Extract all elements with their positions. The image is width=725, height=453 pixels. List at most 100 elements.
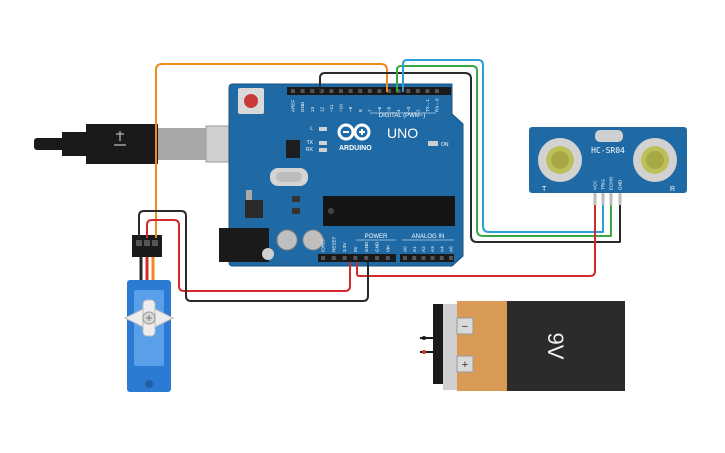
header-pin[interactable] — [421, 256, 426, 260]
analog-pin-label: A2 — [421, 246, 426, 252]
battery-clip — [433, 304, 443, 384]
sensor-t-mark: T — [542, 186, 547, 193]
power-pin-label: RESET — [331, 236, 336, 252]
sensor-r-mark: R — [670, 186, 675, 193]
header-pin[interactable] — [310, 89, 315, 93]
header-pin[interactable] — [364, 256, 369, 260]
header-pin[interactable] — [435, 89, 439, 93]
top-pin-label: 2 — [415, 109, 420, 112]
sensor-pin[interactable] — [618, 193, 622, 205]
header-pin[interactable] — [291, 89, 295, 93]
top-pin-label: GND — [300, 101, 305, 112]
usb-chip — [286, 140, 300, 158]
header-pin[interactable] — [367, 89, 372, 93]
battery-orange-section — [457, 301, 507, 391]
top-pin-label: ~9 — [348, 106, 353, 112]
top-pin-label: 7 — [367, 109, 372, 112]
sensor-pin[interactable] — [593, 193, 597, 205]
sensor-pin[interactable] — [601, 193, 605, 205]
tx-label: TX — [307, 140, 314, 146]
rx-label: RX — [306, 147, 314, 153]
power-pin-label: 5V — [353, 245, 358, 252]
header-pin[interactable] — [342, 256, 347, 260]
top-pin-label: AREF — [291, 100, 296, 112]
header-pin[interactable] — [353, 256, 358, 260]
battery-black-section — [507, 301, 625, 391]
atmega-chip — [323, 196, 455, 226]
servo-horn-icon — [123, 299, 175, 337]
wire-black-servo-gnd[interactable] — [138, 210, 369, 302]
header-pin[interactable] — [331, 256, 336, 260]
wire-green-echo[interactable] — [396, 65, 612, 237]
top-pin-label: 13 — [310, 106, 315, 112]
header-pin[interactable] — [430, 256, 435, 260]
battery-9v[interactable]: − + 9V — [420, 301, 625, 391]
analog-pin-label: A5 — [449, 246, 454, 252]
voltage-regulator — [245, 200, 263, 218]
sensor-pin[interactable] — [609, 193, 613, 205]
wire-black-sensor-gnd[interactable] — [319, 72, 621, 243]
capacitor-icon — [302, 229, 324, 251]
sensor-pin-label: ECHO — [609, 176, 614, 190]
power-pin-label: GND — [364, 241, 369, 252]
wire-red-servo-vcc[interactable] — [146, 219, 351, 292]
top-pin-label: 4 — [396, 109, 401, 112]
l-label: L — [310, 126, 313, 132]
header-pin[interactable] — [415, 89, 420, 93]
header-pin[interactable] — [439, 256, 444, 260]
digital-header-label: DIGITAL (PWM~) — [379, 113, 426, 119]
battery-plus-terminal — [456, 355, 474, 373]
analog-header-label: ANALOG IN — [412, 234, 445, 240]
servo-motor[interactable] — [123, 235, 175, 392]
header-pin[interactable] — [396, 89, 401, 93]
sensor-pin-label: TRIG — [601, 179, 606, 190]
top-pin-label: ~5 — [387, 106, 392, 112]
analog-pin-label: A4 — [439, 246, 444, 252]
power-pin-label: Vin — [385, 245, 390, 252]
battery-minus-label: − — [462, 321, 468, 333]
header-pin[interactable] — [375, 256, 379, 260]
header-pin[interactable] — [319, 89, 324, 93]
header-pin[interactable] — [377, 89, 382, 93]
battery-voltage-label: 9V — [543, 333, 568, 360]
header-pin[interactable] — [449, 256, 453, 260]
top-pin-label: TX→1 — [425, 99, 430, 112]
battery-minus-terminal — [456, 317, 474, 335]
power-pin-label: 3.3V — [342, 242, 347, 252]
header-pin[interactable] — [321, 256, 325, 260]
top-pin-label: 8 — [358, 109, 363, 112]
power-pin-label: IOREF — [321, 238, 326, 252]
header-pin[interactable] — [403, 256, 407, 260]
on-label: ON — [441, 142, 449, 148]
header-pin[interactable] — [348, 89, 353, 93]
dc-jack — [219, 228, 269, 262]
capacitor-icon — [276, 229, 298, 251]
top-pin-label: RX←0 — [435, 98, 440, 112]
header-pin[interactable] — [425, 89, 430, 93]
header-pin[interactable] — [339, 89, 343, 93]
power-pin-label: GND — [375, 241, 380, 252]
header-pin[interactable] — [329, 89, 334, 93]
wire-orange-signal[interactable] — [155, 63, 388, 238]
sensor-pin-label: VCC — [593, 180, 598, 190]
top-pin-label: ~11 — [329, 104, 334, 112]
wire-red-sensor-vcc[interactable] — [356, 205, 596, 277]
analog-header-strip — [400, 254, 454, 262]
analog-pin-label: A3 — [430, 246, 435, 252]
header-pin[interactable] — [385, 256, 390, 260]
top-pin-label: ~10 — [339, 104, 344, 112]
wire-blue-trig[interactable] — [402, 59, 604, 233]
header-pin[interactable] — [300, 89, 305, 93]
header-pin[interactable] — [387, 89, 391, 93]
arduino-logo-icon — [337, 123, 371, 141]
header-pin[interactable] — [358, 89, 363, 93]
top-pin-label: 12 — [319, 106, 324, 112]
header-pin[interactable] — [406, 89, 411, 93]
top-pin-label: ~3 — [406, 106, 411, 112]
battery-plus-label: + — [462, 359, 468, 371]
wires — [138, 59, 621, 302]
header-pin[interactable] — [412, 256, 417, 260]
